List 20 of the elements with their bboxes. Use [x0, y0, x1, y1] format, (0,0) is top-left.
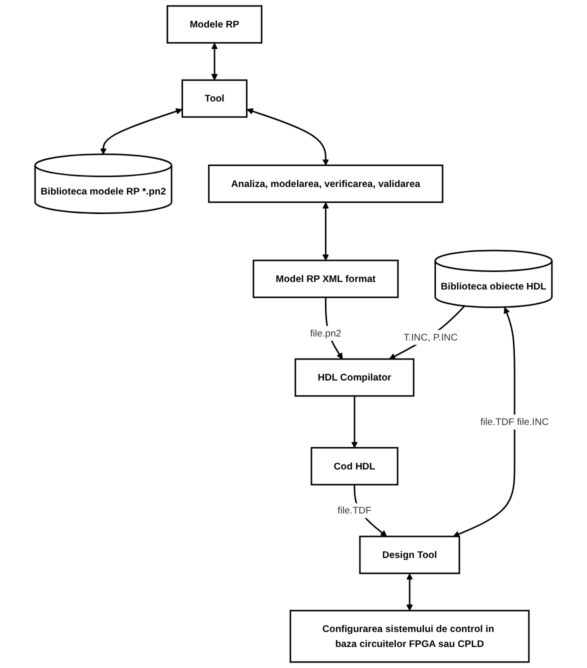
arrow — [351, 396, 358, 448]
arrow — [406, 573, 413, 611]
node-box: Cod HDL — [310, 447, 398, 486]
arrow — [246, 108, 329, 166]
node-box: Analiza, modelarea, verificarea, validarea — [208, 164, 444, 203]
node-box: Configurarea sistemului de control in baza circuitelor FPGA sau CPLD — [290, 610, 530, 663]
arrow — [211, 42, 218, 80]
edge-label: T.INC, P.INC — [404, 332, 458, 343]
arrow — [452, 307, 516, 538]
node-box: Model RP XML format — [252, 260, 399, 298]
node-box: HDL Compilator — [294, 358, 414, 397]
node-box: Tool — [182, 79, 248, 118]
edge-label: file.TDF file.INC — [480, 416, 549, 428]
arrow — [322, 202, 329, 261]
edge-label: file.TDF — [338, 504, 372, 516]
node-box: Modele RP — [166, 5, 262, 44]
node-box: Design Tool — [359, 536, 460, 574]
arrow — [100, 108, 182, 155]
arrow — [389, 305, 466, 360]
edge-label: file.pn2 — [310, 327, 342, 339]
